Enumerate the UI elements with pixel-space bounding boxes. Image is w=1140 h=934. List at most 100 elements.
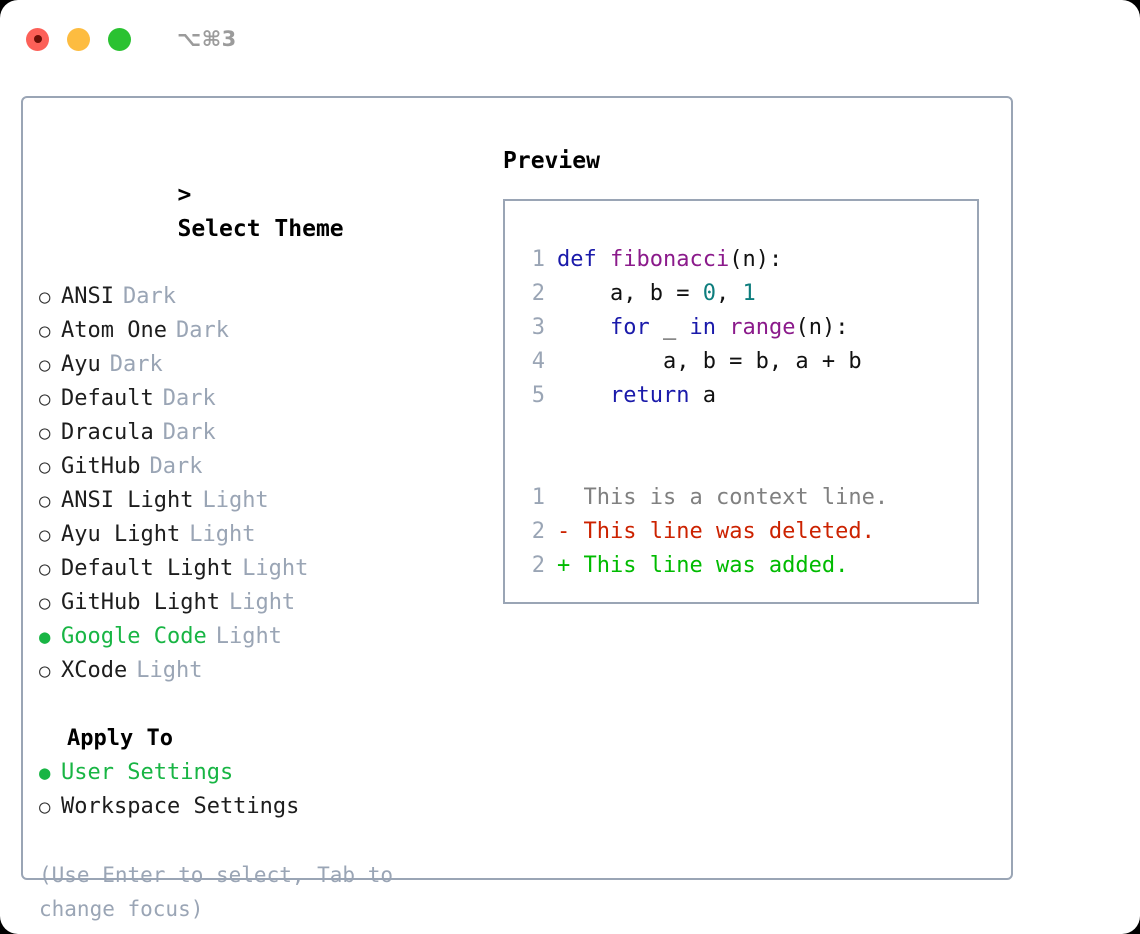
code-token: (n): bbox=[729, 247, 783, 272]
keyboard-shortcut-label: ⌥⌘3 bbox=[177, 27, 237, 51]
theme-option-label: Dracula bbox=[61, 420, 154, 445]
line-number: 3 bbox=[531, 315, 545, 340]
theme-selection-column: > Select Theme ○ ANSI Dark ○ Atom One Da… bbox=[39, 144, 479, 926]
radio-unselected-icon[interactable]: ○ bbox=[39, 354, 51, 376]
code-token: fibonacci bbox=[609, 247, 730, 272]
radio-unselected-icon[interactable]: ○ bbox=[39, 286, 51, 308]
preview-box: 1 def fibonacci (n): 2 a, b = 0 , 1 bbox=[503, 199, 979, 604]
code-token bbox=[716, 311, 729, 345]
apply-to-option-user-settings[interactable]: ● User Settings bbox=[39, 756, 479, 790]
apply-to-option-label: User Settings bbox=[61, 760, 234, 785]
theme-option-ayu[interactable]: ○ Ayu Dark bbox=[39, 348, 479, 382]
theme-option-google-code[interactable]: ● Google Code Light bbox=[39, 620, 479, 654]
code-token bbox=[557, 311, 610, 345]
radio-unselected-icon[interactable]: ○ bbox=[39, 660, 51, 682]
theme-option-variant: Light bbox=[136, 658, 203, 683]
preview-heading: Preview bbox=[503, 148, 600, 174]
code-token: for bbox=[609, 315, 650, 340]
theme-option-label: Ayu Light bbox=[61, 522, 181, 547]
minimize-button[interactable] bbox=[67, 27, 90, 51]
radio-unselected-icon[interactable]: ○ bbox=[39, 592, 51, 614]
theme-option-variant: Dark bbox=[162, 420, 216, 445]
theme-option-variant: Light bbox=[202, 488, 269, 513]
apply-to-option-workspace-settings[interactable]: ○ Workspace Settings bbox=[39, 790, 479, 824]
window-controls bbox=[26, 27, 131, 51]
code-token bbox=[557, 379, 610, 413]
theme-option-default-light[interactable]: ○ Default Light Light bbox=[39, 552, 479, 586]
theme-option-dracula[interactable]: ○ Dracula Dark bbox=[39, 416, 479, 450]
theme-option-variant: Light bbox=[242, 556, 309, 581]
close-button[interactable] bbox=[26, 27, 49, 51]
theme-option-default[interactable]: ○ Default Dark bbox=[39, 382, 479, 416]
maximize-button[interactable] bbox=[108, 27, 131, 51]
diff-sign: + bbox=[557, 553, 571, 578]
code-line: 1 def fibonacci (n): bbox=[519, 243, 977, 277]
code-token: 1 bbox=[742, 281, 756, 306]
code-token: _ bbox=[649, 315, 690, 340]
line-number: 4 bbox=[531, 349, 545, 374]
theme-option-variant: Dark bbox=[149, 454, 203, 479]
code-line: 5 return a bbox=[519, 379, 977, 413]
radio-unselected-icon[interactable]: ○ bbox=[39, 456, 51, 478]
theme-option-label: Default bbox=[61, 386, 154, 411]
keyboard-hint-text: (Use Enter to select, Tab to change focu… bbox=[39, 863, 394, 921]
diff-line-context: 1 This is a context line. bbox=[519, 481, 977, 515]
diff-sign bbox=[557, 481, 570, 515]
diff-line-deleted: 2 - This line was deleted. bbox=[519, 515, 977, 549]
code-token: a, b = bbox=[557, 281, 703, 306]
title-bar: ⌥⌘3 bbox=[0, 0, 1140, 78]
theme-option-xcode[interactable]: ○ XCode Light bbox=[39, 654, 479, 688]
theme-option-github-light[interactable]: ○ GitHub Light Light bbox=[39, 586, 479, 620]
theme-option-atom-one[interactable]: ○ Atom One Dark bbox=[39, 314, 479, 348]
code-token: 0 bbox=[702, 281, 716, 306]
theme-option-variant: Light bbox=[228, 590, 296, 615]
theme-list: ○ ANSI Dark ○ Atom One Dark ○ Ayu Dark bbox=[39, 280, 479, 688]
theme-option-label: Google Code bbox=[61, 624, 207, 649]
line-number: 1 bbox=[531, 247, 545, 272]
preview-spacer bbox=[519, 447, 977, 481]
diff-text: This is a context line. bbox=[583, 485, 889, 510]
section-spacer bbox=[39, 688, 479, 722]
preview-code-block: 1 def fibonacci (n): 2 a, b = 0 , 1 bbox=[519, 243, 977, 413]
code-token: in bbox=[689, 315, 716, 340]
theme-option-label: ANSI Light bbox=[61, 488, 194, 513]
radio-unselected-icon[interactable]: ○ bbox=[39, 796, 51, 818]
code-token: return bbox=[609, 383, 690, 408]
code-token: range bbox=[729, 315, 796, 340]
radio-selected-icon[interactable]: ● bbox=[39, 626, 51, 648]
radio-unselected-icon[interactable]: ○ bbox=[39, 422, 51, 444]
code-line: 4 a, b = b, a + b bbox=[519, 345, 977, 379]
radio-unselected-icon[interactable]: ○ bbox=[39, 388, 51, 410]
theme-option-label: Default Light bbox=[61, 556, 234, 581]
preview-spacer bbox=[519, 413, 977, 447]
theme-option-variant: Dark bbox=[162, 386, 216, 411]
radio-selected-icon[interactable]: ● bbox=[39, 762, 51, 784]
code-token: a bbox=[689, 383, 716, 408]
diff-line-added: 2 + This line was added. bbox=[519, 549, 977, 583]
line-number: 2 bbox=[531, 519, 545, 544]
radio-unselected-icon[interactable]: ○ bbox=[39, 320, 51, 342]
theme-option-github[interactable]: ○ GitHub Dark bbox=[39, 450, 479, 484]
line-number: 1 bbox=[531, 485, 545, 510]
radio-unselected-icon[interactable]: ○ bbox=[39, 490, 51, 512]
theme-option-variant: Light bbox=[189, 522, 256, 547]
code-line: 3 for _ in range (n): bbox=[519, 311, 977, 345]
theme-option-variant: Dark bbox=[122, 284, 176, 309]
theme-option-ansi[interactable]: ○ ANSI Dark bbox=[39, 280, 479, 314]
code-token: a, b = b, a + b bbox=[557, 349, 862, 374]
apply-to-list: ● User Settings ○ Workspace Settings bbox=[39, 756, 479, 824]
code-token: def bbox=[557, 247, 610, 272]
theme-option-variant: Dark bbox=[175, 318, 229, 343]
preview-column: Preview 1 def fibonacci (n): 2 a, b = bbox=[503, 144, 993, 604]
theme-option-ansi-light[interactable]: ○ ANSI Light Light bbox=[39, 484, 479, 518]
select-theme-heading: > Select Theme bbox=[39, 144, 479, 280]
theme-option-ayu-light[interactable]: ○ Ayu Light Light bbox=[39, 518, 479, 552]
radio-unselected-icon[interactable]: ○ bbox=[39, 524, 51, 546]
line-number: 2 bbox=[531, 553, 545, 578]
radio-unselected-icon[interactable]: ○ bbox=[39, 558, 51, 580]
theme-option-label: GitHub Light bbox=[61, 590, 220, 615]
theme-option-label: ANSI bbox=[61, 284, 114, 309]
theme-option-label: Ayu bbox=[61, 352, 101, 377]
diff-sign: - bbox=[557, 519, 571, 544]
